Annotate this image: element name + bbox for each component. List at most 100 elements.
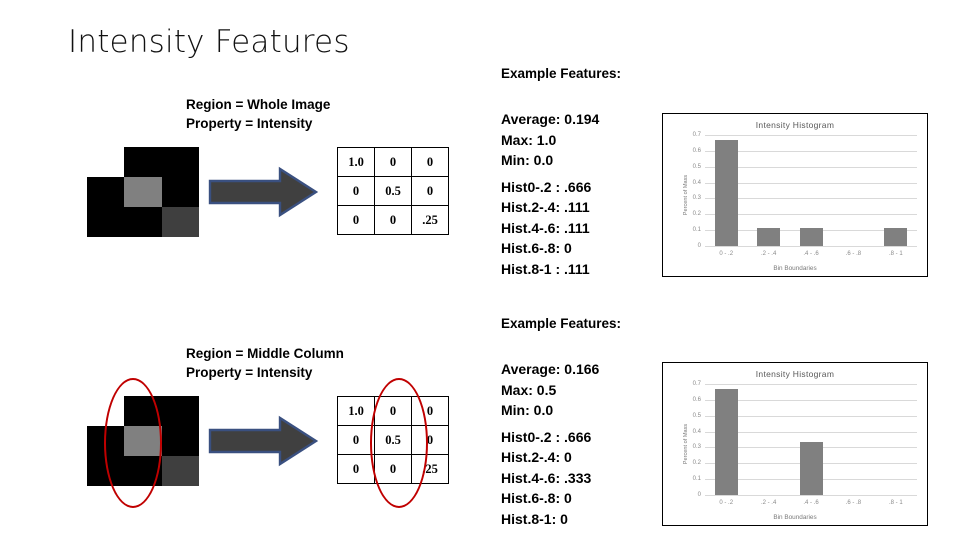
x-axis-tick: .4 - .6 bbox=[803, 251, 819, 257]
matrix-cell: 0 bbox=[411, 147, 449, 177]
pixel-cell-2 bbox=[161, 396, 199, 426]
matrix-cell: 0 bbox=[411, 425, 449, 455]
feature-item: Max: 1.0 bbox=[501, 131, 557, 148]
pixel-cell-6 bbox=[87, 456, 125, 486]
y-axis-tick: 0.1 bbox=[692, 227, 701, 234]
feature-item: Hist.4-.6: .333 bbox=[501, 469, 592, 486]
x-axis-tick: .6 - .8 bbox=[845, 500, 862, 506]
matrix-cell: 0 bbox=[337, 205, 375, 235]
matrix-cell: 0 bbox=[337, 176, 375, 206]
row-1-right-arrow-icon bbox=[208, 166, 318, 218]
row-1-pixel-image bbox=[87, 147, 199, 237]
pixel-cell-3 bbox=[87, 177, 125, 207]
feature-item: Hist0-.2 : .666 bbox=[501, 428, 592, 445]
row-1-caption: Region = Whole Image Property = Intensit… bbox=[186, 95, 330, 133]
x-axis-tick: .4 - .6 bbox=[803, 500, 819, 506]
y-axis-tick: 0 bbox=[697, 243, 701, 249]
pixel-cell-5 bbox=[161, 177, 199, 207]
pixel-cell-7 bbox=[124, 456, 162, 486]
bar bbox=[757, 228, 781, 246]
x-axis-tick: .2 - .4 bbox=[760, 500, 777, 506]
bar-slot: .6 - .8 bbox=[832, 384, 874, 506]
feature-item: Min: 0.0 bbox=[501, 402, 554, 418]
chart-y-axis-label: Percent of Mass bbox=[683, 423, 690, 465]
y-axis-tick: 0.7 bbox=[692, 381, 701, 387]
pixel-cell-0 bbox=[87, 147, 125, 177]
gridline: 0.4 bbox=[693, 429, 917, 435]
gridline: 0.5 bbox=[693, 164, 917, 170]
feature-item: Hist.8-1 : .111 bbox=[501, 260, 590, 277]
chart-x-axis-label: Bin Boundaries bbox=[773, 514, 817, 521]
pixel-cell-4 bbox=[124, 177, 162, 207]
bar-slot: .4 - .6 bbox=[790, 135, 832, 257]
feature-item: Hist0-.2 : .666 bbox=[501, 178, 592, 195]
chart-y-axis-label: Percent of Mass bbox=[683, 174, 690, 216]
pixel-cell-6 bbox=[87, 207, 125, 237]
feature-item: Hist.4-.6: .111 bbox=[501, 219, 590, 236]
matrix-cell: 1.0 bbox=[337, 147, 375, 177]
matrix-cell: 0 bbox=[337, 425, 375, 455]
chart-x-axis-label: Bin Boundaries bbox=[773, 265, 817, 272]
row-2-pixel-image bbox=[87, 396, 199, 486]
gridline: 0.2 bbox=[693, 211, 917, 217]
pixel-cell-8 bbox=[161, 456, 199, 486]
gridline: 0.7 bbox=[693, 381, 917, 387]
chart-bars: 0 - .2.2 - .4.4 - .6.6 - .8.8 - 1 bbox=[705, 384, 917, 506]
pixel-cell-7 bbox=[124, 207, 162, 237]
feature-item: Max: 0.5 bbox=[501, 381, 557, 398]
matrix-cell: 0 bbox=[374, 147, 412, 177]
matrix-cell: 1.0 bbox=[337, 396, 375, 426]
bar-slot: .4 - .6 bbox=[790, 384, 832, 506]
feature-item: Hist.6-.8: 0 bbox=[501, 490, 572, 506]
pixel-cell-5 bbox=[161, 426, 199, 456]
bar bbox=[799, 442, 823, 495]
matrix-cell: 0 bbox=[337, 454, 375, 484]
gridline: 0.7 bbox=[693, 132, 917, 138]
matrix-cell: 0.5 bbox=[374, 176, 412, 206]
pixel-cell-4 bbox=[124, 426, 162, 456]
gridline: 0.6 bbox=[693, 148, 917, 154]
gridline: 0.3 bbox=[693, 195, 917, 201]
bar-slot: 0 - .2 bbox=[705, 135, 747, 257]
pixel-cell-3 bbox=[87, 426, 125, 456]
y-axis-tick: 0.3 bbox=[692, 444, 701, 451]
feature-item: Average: 0.194 bbox=[501, 111, 600, 127]
y-axis-tick: 0.7 bbox=[692, 132, 701, 138]
chart-plot-area: 0 0.1 0.2 0.3 0.4 0.5 0.6 0.7 0 - .2 .2 - .4 .4 -… bbox=[693, 132, 917, 257]
row-1-region-label: Region = Whole Image bbox=[186, 97, 331, 112]
y-axis-tick: 0.2 bbox=[692, 211, 701, 218]
x-axis-tick: .2 - .4 bbox=[760, 251, 777, 257]
y-axis-tick: 0.6 bbox=[692, 147, 701, 154]
x-axis-tick: .6 - .8 bbox=[845, 251, 862, 257]
x-axis-tick: 0 - .2 bbox=[719, 251, 734, 257]
y-axis-tick: 0.5 bbox=[692, 412, 701, 419]
y-axis-tick: 0.2 bbox=[692, 460, 701, 467]
feature-item: Hist.2-.4: 0 bbox=[501, 449, 572, 465]
bar-slot: .2 - .4 bbox=[747, 384, 789, 506]
matrix-cell: 0.5 bbox=[374, 425, 412, 455]
matrix-cell: .25 bbox=[411, 205, 449, 235]
matrix-cell: 0 bbox=[411, 176, 449, 206]
feature-item: Hist.6-.8: 0 bbox=[501, 240, 572, 256]
row-2-features-heading: Example Features: bbox=[501, 316, 622, 331]
feature-item: Hist.8-1: 0 bbox=[501, 510, 568, 527]
y-axis-tick: 0.4 bbox=[692, 179, 701, 186]
bar bbox=[799, 228, 823, 246]
pixel-cell-0 bbox=[87, 396, 125, 426]
chart-title: Intensity Histogram bbox=[755, 369, 835, 379]
feature-item: Min: 0.0 bbox=[501, 152, 554, 168]
pixel-cell-8 bbox=[161, 207, 199, 237]
gridline: 0.4 bbox=[693, 180, 917, 186]
row-1-property-label: Property = Intensity bbox=[186, 116, 313, 131]
gridline: 0 bbox=[698, 243, 917, 249]
bar-slot: .8 - 1 bbox=[875, 384, 917, 506]
y-axis-tick: 0 bbox=[697, 492, 701, 498]
row-2-region-label: Region = Middle Column bbox=[186, 346, 344, 361]
bar-slot: .8 - 1 bbox=[875, 135, 917, 257]
